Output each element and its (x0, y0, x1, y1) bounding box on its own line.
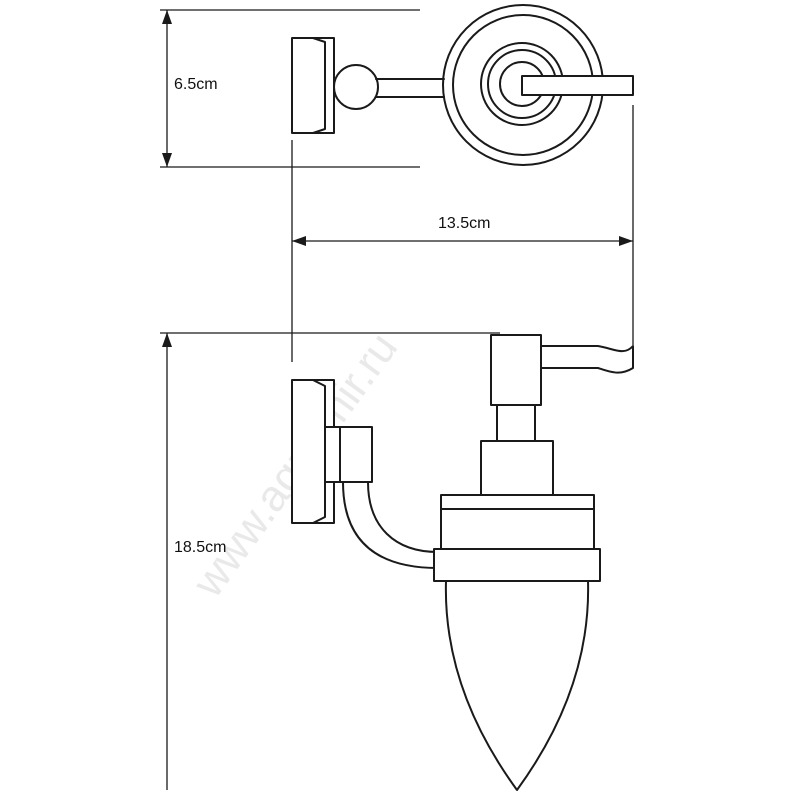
glass-container (444, 580, 590, 791)
pump-body (480, 440, 554, 496)
dimension-height-label: 18.5cm (174, 539, 226, 556)
arrow-up-icon (162, 10, 172, 24)
dimension-depth-label: 6.5cm (174, 76, 218, 93)
dimension-projection-label: 13.5cm (438, 215, 490, 232)
spout-top (521, 75, 634, 96)
projection-dimension: 13.5cm (291, 105, 634, 362)
arrow-right-icon (619, 236, 633, 246)
holder-ring-side (433, 548, 601, 582)
wall-plate-top (291, 37, 335, 134)
pump-head (490, 334, 542, 406)
side-view: 18.5cm (160, 332, 634, 791)
mounting-block (324, 426, 373, 483)
pump-collar (440, 494, 595, 550)
ball-joint (333, 64, 379, 110)
curved-arm-inner (367, 481, 439, 553)
arrow-up-icon (162, 333, 172, 347)
top-view: 6.5cm (160, 4, 634, 168)
arrow-down-icon (162, 153, 172, 167)
pump-stem (496, 404, 536, 442)
spout-side (540, 345, 634, 374)
wall-plate-bevel-top (312, 37, 326, 134)
arrow-left-icon (292, 236, 306, 246)
curved-arm-outer (342, 481, 439, 569)
